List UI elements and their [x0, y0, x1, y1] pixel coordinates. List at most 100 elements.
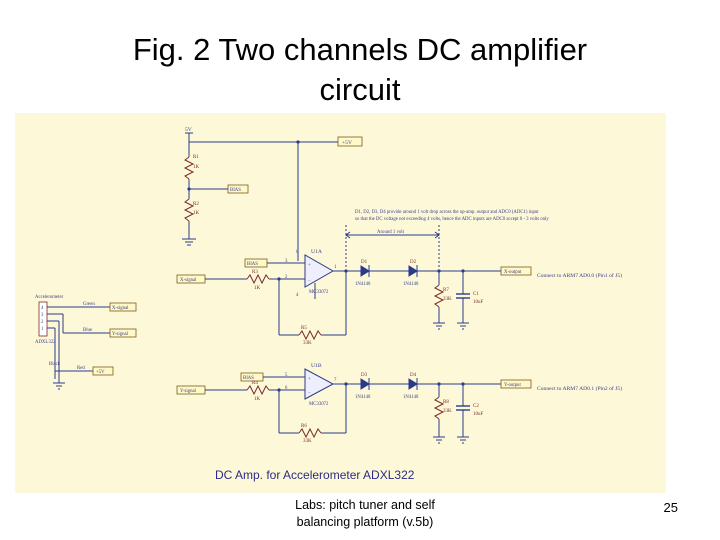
r3-label: R3	[252, 270, 258, 275]
xoutput-label: X-output	[504, 270, 522, 275]
schematic-image: 5V +5V R1 1K BIAS R2 1K D1, D2, D3, D4 p…	[15, 113, 666, 493]
wire-red-label: Red	[77, 366, 85, 371]
net-bias-tag-top	[227, 184, 249, 194]
r7-value: 33K	[443, 297, 452, 302]
svg-text:+: +	[308, 377, 311, 382]
xsignal-connector-label: X-signal	[112, 306, 129, 311]
diode-d4: D4 1N4148	[403, 373, 419, 400]
ysignal-in-label: Y-signal	[180, 389, 197, 394]
xoutput-tag	[500, 266, 532, 276]
net-bias-label-b: BIAS	[243, 376, 254, 381]
diode-note: D1, D2, D3, D4 provide around 1 volt dro…	[355, 210, 539, 215]
c1-value: 10uF	[473, 300, 484, 305]
resistor-r6: R6 33K	[298, 424, 322, 444]
d4-part: 1N4148	[403, 395, 419, 400]
u1a-part: MC33072	[309, 290, 329, 295]
c1-label: C1	[473, 292, 479, 297]
schematic-svg: 5V +5V R1 1K BIAS R2 1K D1, D2, D3, D4 p…	[35, 127, 622, 482]
u1a-pin1: 1	[334, 265, 337, 270]
c2-value: 10uF	[473, 412, 484, 417]
svg-text:2: 2	[41, 320, 44, 325]
slide-footer: Labs: pitch tuner and self balancing pla…	[250, 497, 480, 531]
connect-y-label: Connect to ARM7 AD0.1 (Pin2 of J5)	[537, 385, 622, 392]
resistor-r5: R5 33K	[298, 326, 322, 346]
resistor-r8: R8 33K	[433, 396, 452, 420]
connect-x-label: Connect to ARM7 AD0.0 (Pin1 of J5)	[537, 272, 622, 279]
net-bias-label-a: BIAS	[247, 262, 258, 267]
ground-symbol	[182, 238, 196, 246]
footer-line1: Labs: pitch tuner and self	[295, 498, 435, 512]
svg-text:−: −	[308, 279, 311, 284]
u1a-pin8: 8	[296, 250, 299, 255]
u1b-part: MC33072	[309, 402, 329, 407]
resistor-r4: R4 1K	[246, 381, 270, 402]
r6-label: R6	[301, 424, 307, 429]
d1-part: 1N4148	[355, 282, 371, 287]
c2-label: C2	[473, 404, 479, 409]
net-plus5v-label: +5V	[342, 140, 352, 146]
r5-value: 33K	[303, 341, 312, 346]
svg-text:+: +	[308, 263, 311, 268]
u1a-pin4: 4	[296, 293, 299, 298]
svg-text:4: 4	[41, 306, 44, 311]
xsignal-connector-tag	[109, 302, 137, 312]
r2-value: 1K	[193, 211, 200, 216]
wire-black-label: Black	[49, 362, 61, 367]
r1-label: R1	[193, 155, 199, 160]
page-number: 25	[663, 500, 678, 515]
accelerometer-connector	[38, 301, 48, 337]
r8-label: R8	[443, 400, 449, 405]
u1b-pin6: 6	[285, 386, 288, 391]
supply-5v-node: 5V	[185, 127, 193, 142]
r4-label: R4	[252, 381, 258, 386]
u1b-pin5: 5	[285, 373, 288, 378]
youtput-tag	[500, 379, 532, 389]
resistor-r2: R2 1K	[183, 198, 200, 222]
wire-blue-label: Blue	[83, 328, 92, 333]
opamp-u1a: + − U1A MC33072 1 8 4	[296, 249, 337, 298]
ysignal-connector-label: Y-signal	[112, 332, 129, 337]
r8-value: 33K	[443, 409, 452, 414]
r1-value: 1K	[193, 165, 200, 170]
capacitor-c2: C2 10uF	[456, 404, 484, 417]
d3-part: 1N4148	[355, 395, 371, 400]
d3-label: D3	[361, 373, 368, 378]
accelerometer-label: Accelerometer	[35, 295, 64, 300]
net-plus5v-connector-label: +5V	[96, 370, 105, 375]
accelerometer-part: ADXL322	[35, 340, 56, 345]
drawing-title: DC Amp. for Accelerometer ADXL322	[215, 468, 415, 482]
u1b-label: U1B	[311, 363, 322, 369]
d4-label: D4	[410, 373, 417, 378]
u1a-pin2: 2	[285, 275, 288, 280]
r2-label: R2	[193, 202, 199, 207]
diode-d2: D2 1N4148	[403, 260, 419, 287]
around-1v-label: Around 1 volt	[377, 230, 405, 235]
wire-green-label: Green	[83, 302, 95, 307]
diode-d1: D1 1N4148	[353, 260, 371, 287]
r4-value: 1K	[254, 397, 261, 402]
r6-value: 33K	[303, 439, 312, 444]
r3-value: 1K	[254, 286, 261, 291]
svg-text:3: 3	[41, 313, 44, 318]
d1-label: D1	[361, 260, 368, 265]
svg-text:−: −	[308, 391, 311, 396]
diode-note-line2: so that the DC voltage not exceeding 4 v…	[355, 217, 549, 222]
xsignal-in-label: X-signal	[180, 278, 197, 283]
svg-text:1: 1	[41, 327, 44, 332]
ysignal-connector-tag	[109, 328, 137, 338]
r7-label: R7	[443, 288, 449, 293]
d2-part: 1N4148	[403, 282, 419, 287]
u1a-pin3: 3	[285, 259, 288, 264]
d2-label: D2	[410, 260, 417, 265]
net-plus5v-connector-tag	[92, 366, 114, 376]
opamp-u1b: + − U1B MC33072 7	[304, 363, 337, 407]
r5-label: R5	[301, 326, 307, 331]
resistor-r3: R3 1K	[246, 270, 270, 291]
slide-title-line1: Fig. 2 Two channels DC amplifier	[132, 32, 588, 67]
capacitor-c1: C1 10uF	[456, 292, 484, 305]
diode-d3: D3 1N4148	[353, 373, 371, 400]
resistor-r7: R7 33K	[433, 284, 452, 308]
youtput-label: Y-output	[504, 383, 521, 388]
supply-5v-label: 5V	[185, 127, 192, 133]
u1b-pin7: 7	[334, 378, 337, 383]
